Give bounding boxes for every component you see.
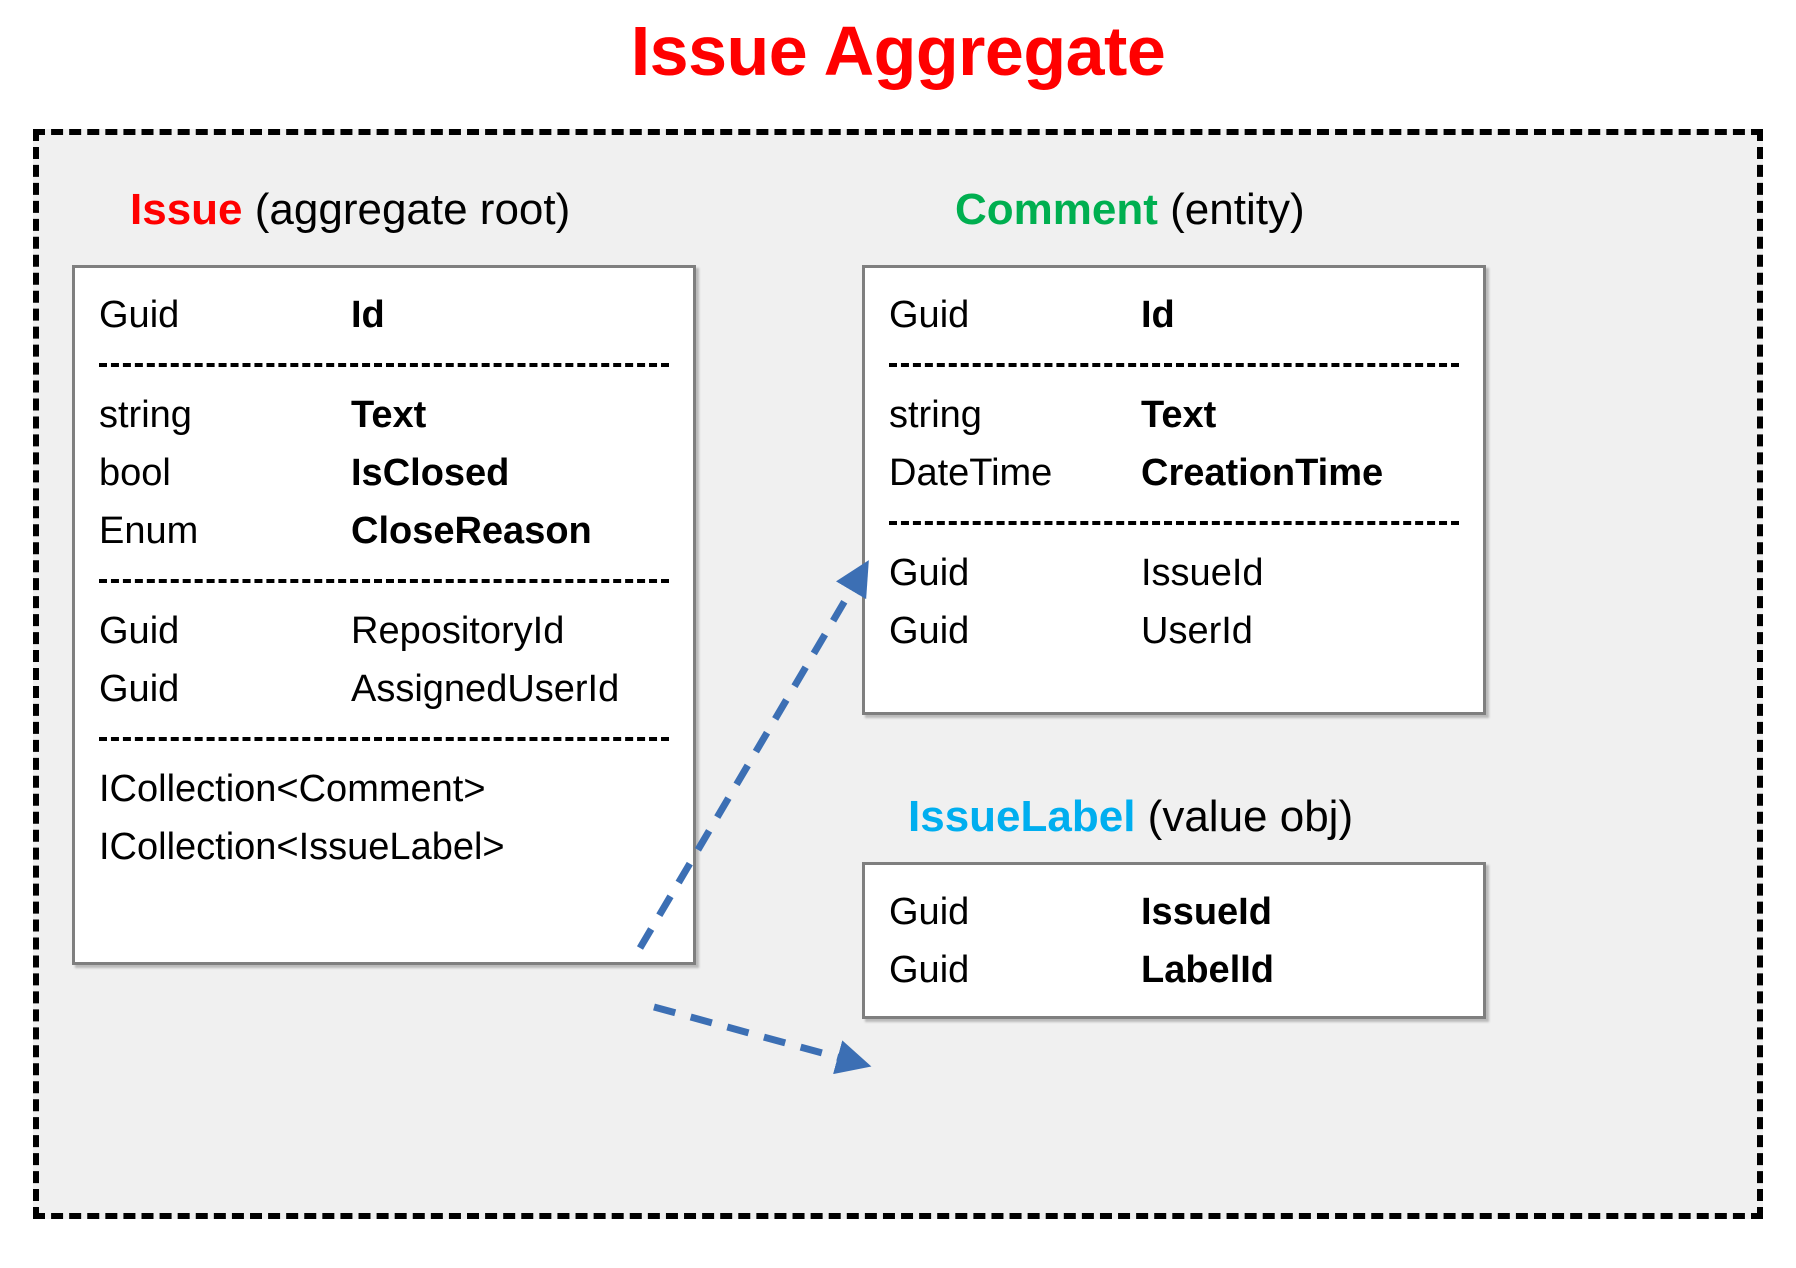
issuelabel-entity-kind: (value obj) (1147, 792, 1354, 841)
field-member: Text (1141, 394, 1217, 436)
page-title: Issue Aggregate (630, 12, 1166, 90)
issuelabel-entity-box: Guid IssueId Guid LabelId (862, 862, 1486, 1019)
field-row: string Text (889, 386, 1459, 444)
field-type: Guid (889, 610, 970, 652)
issue-group-header: Issue (aggregate root) (130, 188, 570, 232)
field-row: Guid IssueId (889, 883, 1459, 941)
field-type: Guid (889, 949, 970, 991)
field-row: Guid Id (99, 286, 669, 344)
field-type: string (889, 394, 982, 436)
field-member: Text (351, 394, 427, 436)
field-member: CloseReason (351, 510, 592, 552)
issue-entity-kind: (aggregate root) (254, 185, 571, 234)
field-type: Guid (889, 891, 970, 933)
field-type: Guid (99, 610, 180, 652)
field-row: bool IsClosed (99, 444, 669, 502)
issuelabel-group-header: IssueLabel (value obj) (908, 795, 1353, 839)
field-type: string (99, 394, 192, 436)
section-separator (99, 579, 669, 583)
issue-entity-box: Guid Id string Text bool IsClosed Enum C… (72, 265, 696, 965)
field-row: Guid Id (889, 286, 1459, 344)
section-separator (99, 363, 669, 367)
field-row: Guid LabelId (889, 941, 1459, 999)
field-row: Guid IssueId (889, 544, 1459, 602)
field-type: Guid (889, 552, 970, 594)
field-row: Guid RepositoryId (99, 602, 669, 660)
field-type: DateTime (889, 452, 1053, 494)
field-member: IssueId (1141, 552, 1264, 594)
field-row-collection: ICollection<Comment> (99, 768, 486, 810)
field-type: Guid (99, 668, 180, 710)
comment-entity-box: Guid Id string Text DateTime CreationTim… (862, 265, 1486, 715)
issue-entity-name: Issue (130, 185, 243, 234)
field-member: LabelId (1141, 949, 1275, 991)
field-row: string Text (99, 386, 669, 444)
field-type: Guid (889, 294, 970, 336)
field-row: Enum CloseReason (99, 502, 669, 560)
field-type: Enum (99, 510, 199, 552)
comment-group-header: Comment (entity) (955, 188, 1305, 232)
field-row: Guid AssignedUserId (99, 660, 669, 718)
field-type: bool (99, 452, 171, 494)
field-row: DateTime CreationTime (889, 444, 1459, 502)
comment-entity-name: Comment (955, 185, 1158, 234)
field-member: Id (351, 294, 385, 336)
field-member: IssueId (1141, 891, 1272, 933)
field-row: Guid UserId (889, 602, 1459, 660)
field-row-collection: ICollection<IssueLabel> (99, 826, 505, 868)
field-member: IsClosed (351, 452, 510, 494)
field-member: Id (1141, 294, 1175, 336)
section-separator (889, 363, 1459, 367)
field-member: RepositoryId (351, 610, 565, 652)
comment-entity-kind: (entity) (1170, 185, 1305, 234)
section-separator (99, 737, 669, 741)
field-member: CreationTime (1141, 452, 1384, 494)
field-member: UserId (1141, 610, 1253, 652)
field-member: AssignedUserId (351, 668, 620, 710)
section-separator (889, 521, 1459, 525)
field-type: Guid (99, 294, 180, 336)
issuelabel-entity-name: IssueLabel (908, 792, 1136, 841)
